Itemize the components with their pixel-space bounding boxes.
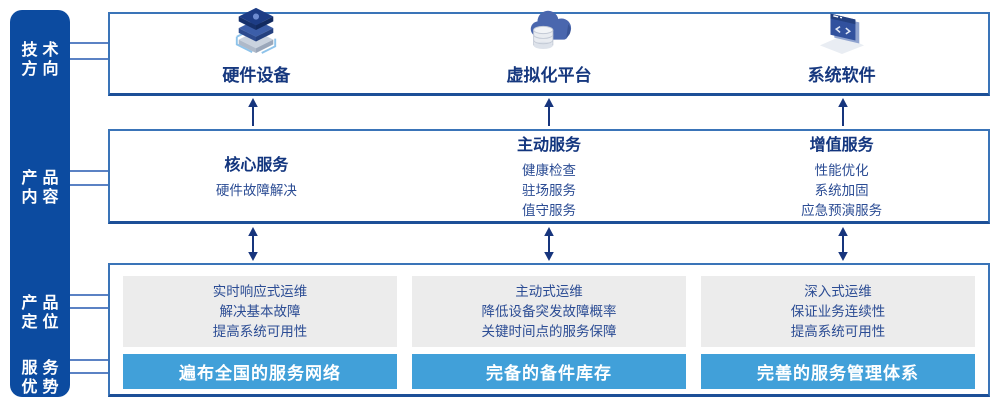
tech-label-virtualization: 虚拟化平台 xyxy=(506,66,592,85)
position-line: 降低设备突发故障概率 xyxy=(481,303,617,319)
tech-label-software: 系统软件 xyxy=(807,66,876,85)
tech-label-hardware: 硬件设备 xyxy=(222,66,291,85)
connector-line xyxy=(70,170,108,172)
content-line: 驻场服务 xyxy=(522,183,576,198)
content-line: 应急预演服务 xyxy=(801,203,883,218)
connector-line xyxy=(70,42,108,44)
sidebar-label-service-advantage: 服务 优势 xyxy=(10,359,70,397)
sidebar-label-line: 优势 xyxy=(21,379,64,396)
position-line: 深入式运维 xyxy=(804,283,872,299)
content-line: 硬件故障解决 xyxy=(215,183,297,198)
content-col-core-service: 核心服务 硬件故障解决 xyxy=(110,131,403,221)
position-line: 关键时间点的服务保障 xyxy=(481,323,617,339)
cloud-database-icon xyxy=(522,6,576,59)
position-line: 提高系统可用性 xyxy=(790,323,886,339)
sidebar-label-tech-direction: 技术 方向 xyxy=(10,41,70,79)
content-line: 值守服务 xyxy=(522,203,576,218)
server-stack-icon xyxy=(229,6,283,59)
position-col-realtime: 实时响应式运维 解决基本故障 提高系统可用性 遍布全国的服务网络 xyxy=(123,276,397,394)
position-description-box: 主动式运维 降低设备突发故障概率 关键时间点的服务保障 xyxy=(412,276,686,347)
position-description-box: 深入式运维 保证业务连续性 提高系统可用性 xyxy=(701,276,975,347)
content-line: 系统加固 xyxy=(814,183,869,198)
double-arrow-icon xyxy=(543,227,555,261)
position-description-box: 实时响应式运维 解决基本故障 提高系统可用性 xyxy=(123,276,397,347)
tech-direction-panel: 硬件设备 虚拟化平台 xyxy=(108,7,990,96)
content-col-value-added-service: 增值服务 性能优化 系统加固 应急预演服务 xyxy=(695,131,988,221)
up-arrow-icon xyxy=(543,98,555,127)
up-arrow-icon xyxy=(837,98,849,127)
position-col-proactive: 主动式运维 降低设备突发故障概率 关键时间点的服务保障 完备的备件库存 xyxy=(412,276,686,394)
content-title: 主动服务 xyxy=(517,137,582,154)
advantage-banner: 遍布全国的服务网络 xyxy=(123,354,397,389)
connector-line xyxy=(70,359,108,361)
position-line: 解决基本故障 xyxy=(219,303,301,319)
position-line: 保证业务连续性 xyxy=(790,303,886,319)
sidebar-label-line: 产品 xyxy=(21,170,64,187)
position-line: 主动式运维 xyxy=(515,283,583,299)
sidebar-label-product-position: 产品 定位 xyxy=(10,294,70,332)
connector-line xyxy=(70,307,108,309)
sidebar-label-product-content: 产品 内容 xyxy=(10,169,70,207)
position-line: 实时响应式运维 xyxy=(212,283,308,299)
position-col-deep: 深入式运维 保证业务连续性 提高系统可用性 完善的服务管理体系 xyxy=(701,276,975,394)
product-position-panel: 实时响应式运维 解决基本故障 提高系统可用性 遍布全国的服务网络 主动式运维 降… xyxy=(108,263,990,397)
software-window-icon xyxy=(815,6,869,59)
double-arrow-icon xyxy=(837,227,849,261)
sidebar-label-line: 服务 xyxy=(21,360,64,377)
sidebar: 技术 方向 产品 内容 产品 定位 服务 优势 xyxy=(10,10,70,397)
tech-col-software: 系统软件 xyxy=(695,13,988,93)
content-line: 健康检查 xyxy=(522,163,576,178)
content-line: 性能优化 xyxy=(814,163,869,178)
content-col-proactive-service: 主动服务 健康检查 驻场服务 值守服务 xyxy=(403,131,696,221)
advantage-banner: 完善的服务管理体系 xyxy=(701,354,975,389)
connector-line xyxy=(70,294,108,296)
connector-line xyxy=(70,184,108,186)
tech-col-hardware: 硬件设备 xyxy=(110,7,403,93)
sidebar-label-line: 定位 xyxy=(21,314,64,331)
sidebar-label-line: 技术 xyxy=(21,42,64,59)
tech-col-virtualization: 虚拟化平台 xyxy=(403,10,696,93)
sidebar-label-line: 内容 xyxy=(21,189,64,206)
double-arrow-icon xyxy=(247,227,259,261)
connector-line xyxy=(70,58,108,60)
advantage-banner: 完备的备件库存 xyxy=(412,354,686,389)
product-content-panel: 核心服务 硬件故障解决 主动服务 健康检查 驻场服务 值守服务 增值服务 性能优… xyxy=(108,129,990,224)
position-line: 提高系统可用性 xyxy=(212,323,308,339)
up-arrow-icon xyxy=(247,98,259,127)
connector-line xyxy=(70,372,108,374)
content-title: 核心服务 xyxy=(224,157,289,174)
content-title: 增值服务 xyxy=(809,137,874,154)
sidebar-label-line: 方向 xyxy=(21,61,64,78)
sidebar-label-line: 产品 xyxy=(21,295,64,312)
